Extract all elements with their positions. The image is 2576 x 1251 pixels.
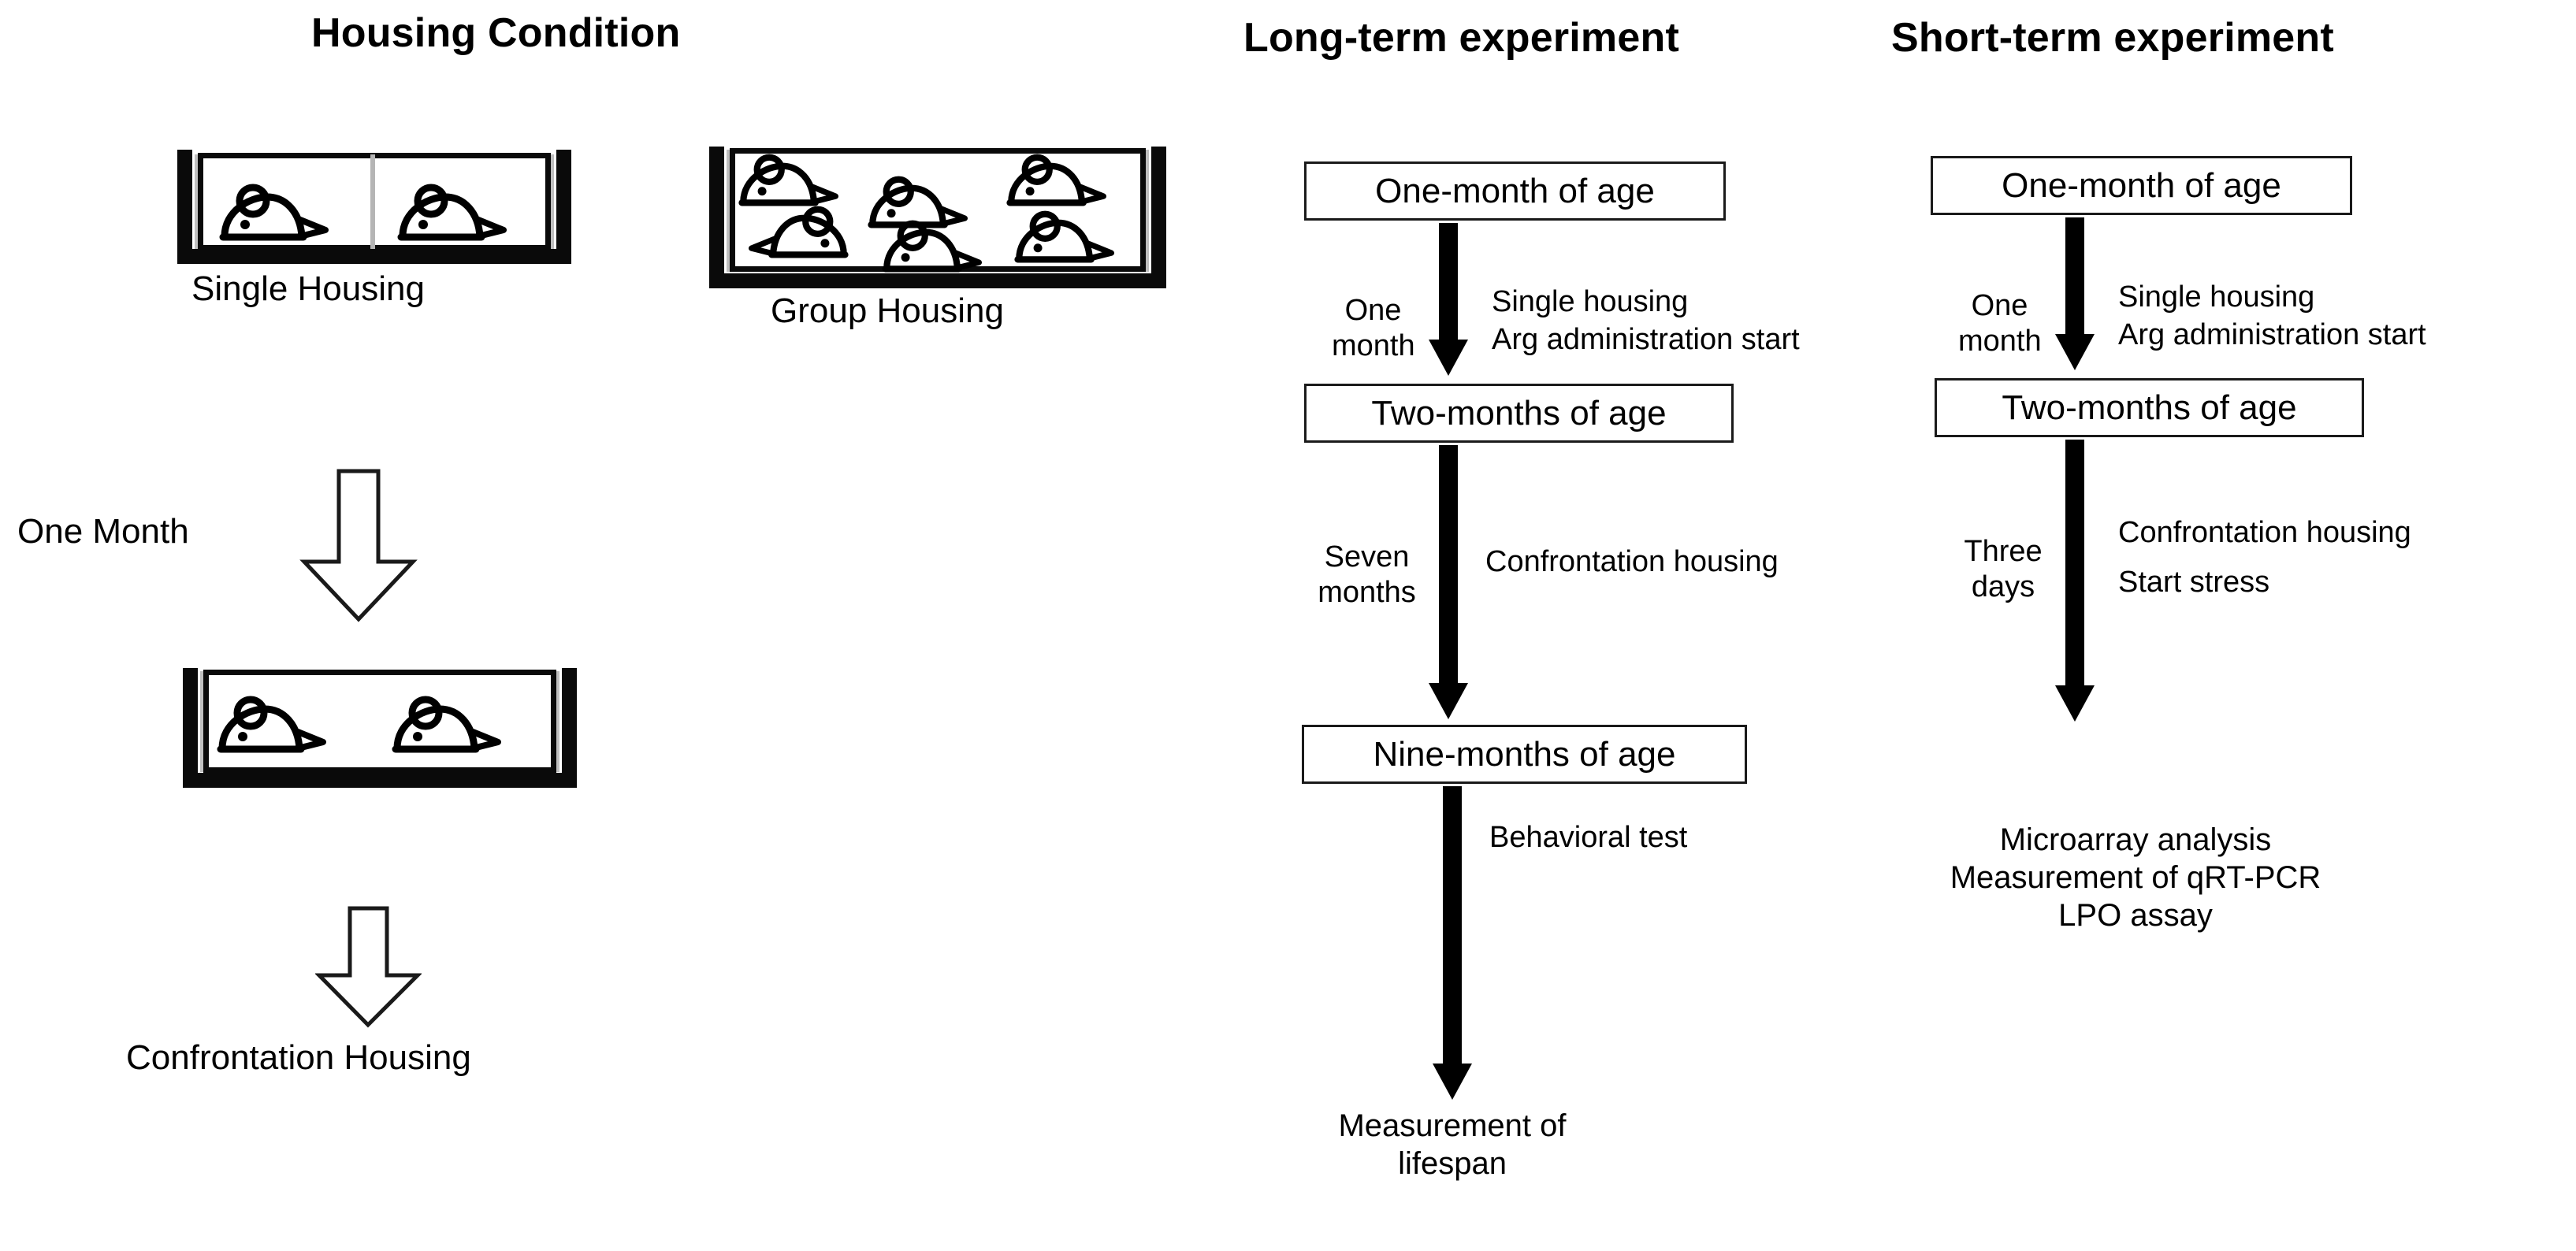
short-term-arrow-1 (2049, 217, 2101, 372)
cage-glass-left (200, 671, 203, 772)
duration-line-2: month (1332, 329, 1415, 362)
duration-line-1: Seven (1324, 540, 1410, 574)
one-month-arrow-icon (299, 469, 418, 622)
long-term-arrow-3 (1426, 786, 1478, 1101)
cage-frame-bottom (177, 249, 571, 264)
cage-glass-right (1146, 150, 1149, 272)
single-housing-cage (177, 150, 571, 264)
group-housing-caption: Group Housing (771, 291, 1004, 330)
event-line-1: Single housing (1492, 285, 1689, 318)
mouse-icon (749, 203, 849, 262)
long-term-event-2: Confrontation housing (1485, 544, 1779, 581)
duration-line-1: One (1971, 289, 2028, 322)
event-line-2: Arg administration start (2118, 317, 2426, 351)
duration-line-2: days (1971, 570, 2035, 603)
long-term-outcome: Measurement of lifespan (1299, 1107, 1606, 1182)
cage-frame-bottom (709, 273, 1166, 288)
mouse-icon (216, 693, 326, 756)
duration-line-1: One (1344, 294, 1402, 327)
long-term-event-3: Behavioral test (1489, 819, 1687, 857)
event-line-1: Confrontation housing (2118, 516, 2411, 549)
event-line-2: Arg administration start (1492, 322, 1800, 356)
long-term-step-box-3: Nine-months of age (1302, 725, 1747, 784)
mouse-icon (396, 181, 507, 244)
long-term-event-1: Single housing Arg administration start (1492, 284, 1800, 358)
cage-glass-left (195, 154, 198, 249)
confrontation-arrow-icon (315, 906, 422, 1028)
outcome-line-2: Measurement of qRT-PCR (1950, 860, 2321, 895)
long-term-step-label: One-month of age (1375, 171, 1655, 210)
cage-glass-left (727, 150, 730, 272)
long-term-step-label: Nine-months of age (1373, 734, 1676, 774)
outcome-line-1: Measurement of (1338, 1108, 1567, 1143)
long-term-step-box-2: Two-months of age (1304, 384, 1734, 443)
mouse-icon (881, 217, 982, 276)
mouse-icon (1005, 151, 1106, 210)
confrontation-housing-cage (183, 668, 577, 788)
mouse-icon (218, 181, 329, 244)
cage-interior (203, 670, 556, 773)
long-term-duration-2: Seven months (1318, 540, 1416, 611)
event-line-1: Confrontation housing (1485, 545, 1779, 578)
outcome-line-1: Microarray analysis (1999, 822, 2272, 857)
cage-glass-right (556, 671, 559, 772)
long-term-arrow-1 (1422, 223, 1474, 377)
cage-frame-left (709, 147, 724, 288)
long-term-step-label: Two-months of age (1371, 393, 1667, 432)
event-line-1: Behavioral test (1489, 821, 1688, 854)
duration-line-2: months (1318, 575, 1416, 609)
cage-divider (370, 154, 375, 249)
one-month-label: One Month (17, 512, 189, 551)
cage-frame-left (177, 150, 192, 264)
cage-frame-right (556, 150, 571, 264)
long-term-arrow-2 (1422, 445, 1474, 721)
cage-glass-right (551, 154, 554, 249)
long-term-step-box-1: One-month of age (1304, 161, 1726, 221)
long-term-title: Long-term experiment (1243, 15, 1679, 61)
short-term-title: Short-term experiment (1891, 15, 2334, 61)
short-term-event-2: Confrontation housing Start stress (2118, 508, 2411, 607)
short-term-step-box-2: Two-months of age (1935, 378, 2364, 437)
event-line-1: Single housing (2118, 280, 2315, 314)
duration-line-1: Three (1964, 535, 2043, 568)
short-term-event-1: Single housing Arg administration start (2118, 279, 2426, 354)
mouse-icon (738, 151, 838, 210)
group-housing-cage (709, 147, 1166, 288)
short-term-outcome: Microarray analysis Measurement of qRT-P… (1907, 821, 2364, 934)
event-line-2: Start stress (2118, 565, 2270, 599)
housing-condition-title: Housing Condition (311, 10, 681, 56)
mouse-icon (1013, 208, 1114, 266)
cage-frame-bottom (183, 773, 577, 788)
cage-frame-right (1151, 147, 1166, 288)
duration-line-2: month (1958, 324, 2042, 358)
short-term-duration-1: One month (1958, 288, 2042, 359)
short-term-step-box-1: One-month of age (1931, 156, 2352, 215)
short-term-arrow-2 (2049, 440, 2101, 723)
outcome-line-3: LPO assay (2058, 898, 2213, 933)
cage-frame-left (183, 668, 198, 788)
outcome-line-2: lifespan (1398, 1146, 1507, 1181)
cage-frame-right (562, 668, 577, 788)
long-term-duration-1: One month (1332, 293, 1415, 364)
confrontation-housing-caption: Confrontation Housing (126, 1038, 471, 1077)
mouse-icon (391, 693, 501, 756)
short-term-step-label: Two-months of age (2002, 388, 2297, 427)
single-housing-caption: Single Housing (191, 269, 425, 308)
short-term-step-label: One-month of age (2002, 165, 2281, 205)
short-term-duration-2: Three days (1956, 534, 2050, 605)
